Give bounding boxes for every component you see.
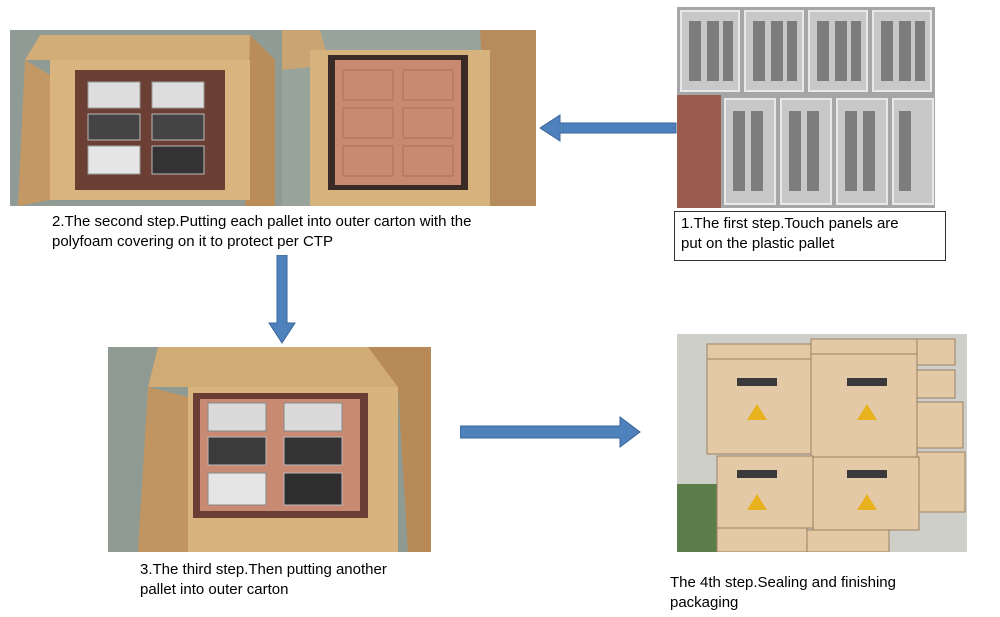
step3-caption: 3.The third step.Then putting another pa…	[140, 560, 440, 600]
arrow-right-icon	[460, 416, 642, 448]
step4-caption-line1: The 4th step.Sealing and finishing	[670, 574, 896, 591]
step3-caption-line1: 3.The third step.Then putting another	[140, 561, 387, 578]
step4-caption-line2: packaging	[670, 594, 739, 611]
step1-caption: 1.The first step.Touch panels are put on…	[674, 211, 946, 261]
step1-photo	[677, 7, 935, 208]
step1-caption-line2: put on the plastic pallet	[681, 235, 835, 252]
step2-photo	[10, 30, 536, 206]
step3-caption-line2: pallet into outer carton	[140, 581, 289, 598]
step2-caption-line1: 2.The second step.Putting each pallet in…	[52, 213, 472, 230]
step2-caption-line2: polyfoam covering on it to protect per C…	[52, 233, 333, 250]
step4-caption: The 4th step.Sealing and finishing packa…	[670, 573, 970, 613]
step2-caption: 2.The second step.Putting each pallet in…	[52, 212, 532, 252]
arrow-down-icon	[268, 255, 296, 345]
step4-photo	[677, 334, 967, 552]
arrow-left-icon	[540, 113, 678, 143]
step1-caption-line1: 1.The first step.Touch panels are	[681, 215, 899, 232]
step3-photo	[108, 347, 431, 552]
